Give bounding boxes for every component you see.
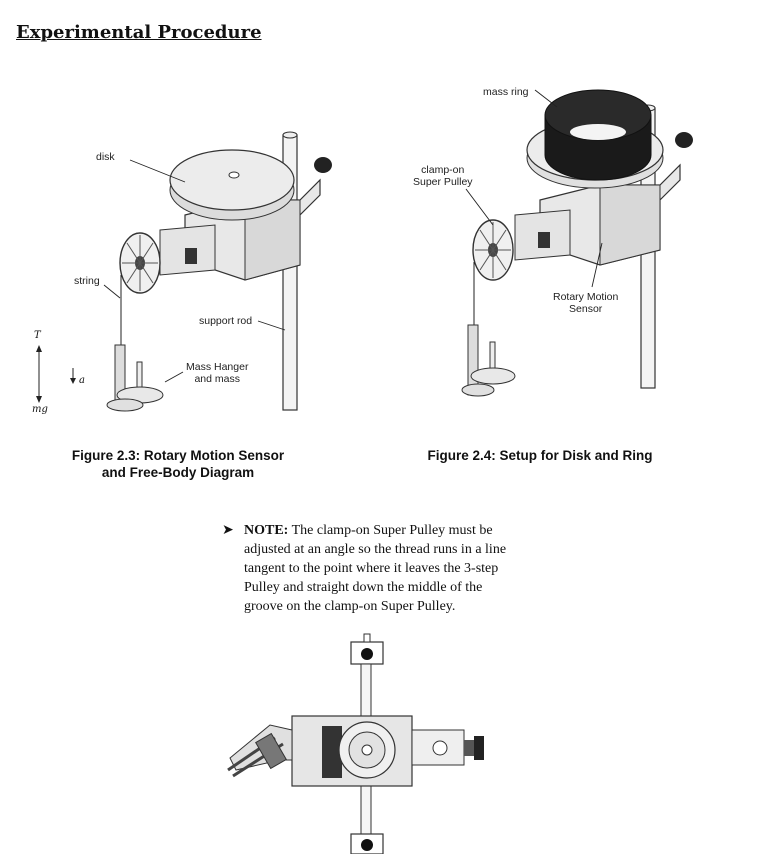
label-mass-hanger-line2: and mass [194, 373, 240, 385]
figure-2-3-caption-line2: and Free-Body Diagram [101, 465, 255, 480]
note-arrow-icon: ➤ [222, 523, 234, 538]
label-rotary-motion-sensor: Rotary Motion Sensor [553, 291, 618, 315]
figure-2-4-caption: Figure 2.4: Setup for Disk and Ring [427, 448, 653, 463]
label-sensor-line2: Sensor [569, 303, 603, 315]
label-sensor-line1: Rotary Motion [553, 291, 619, 303]
note-line-3: tangent to the point where it leaves the… [244, 561, 499, 576]
label-clamp-on-line2: Super Pulley [413, 176, 473, 188]
label-mass-hanger-line1: Mass Hanger [186, 361, 249, 373]
note-line-1: The clamp-on Super Pulley must be [291, 523, 493, 538]
label-clamp-on-line1: clamp-on [421, 164, 465, 176]
note-block: ➤ NOTE: The clamp-on Super Pulley must b… [222, 521, 522, 616]
label-mass-hanger: Mass Hanger and mass [186, 361, 248, 385]
page-heading: Experimental Procedure [16, 22, 262, 43]
fbd-weight-label: mg [32, 404, 48, 415]
note-keyword: NOTE: [244, 523, 289, 538]
note-line-4: Pulley and straight down the middle of t… [244, 580, 483, 595]
note-line-5: groove on the clamp-on Super Pulley. [244, 599, 456, 614]
fbd-acceleration-label: a [79, 375, 85, 386]
label-disk: disk [96, 151, 115, 163]
note-line-2: adjusted at an angle so the thread runs … [244, 542, 507, 557]
figure-2-3-caption-line1: Figure 2.3: Rotary Motion Sensor [71, 448, 285, 463]
figure-2-3-caption: Figure 2.3: Rotary Motion Sensor and Fre… [60, 447, 296, 481]
label-mass-ring: mass ring [483, 86, 529, 98]
label-clamp-on-super-pulley: clamp-on Super Pulley [413, 164, 473, 188]
label-string: string [74, 275, 100, 287]
label-support-rod: support rod [199, 315, 253, 327]
fbd-tension-label: T [34, 330, 41, 341]
